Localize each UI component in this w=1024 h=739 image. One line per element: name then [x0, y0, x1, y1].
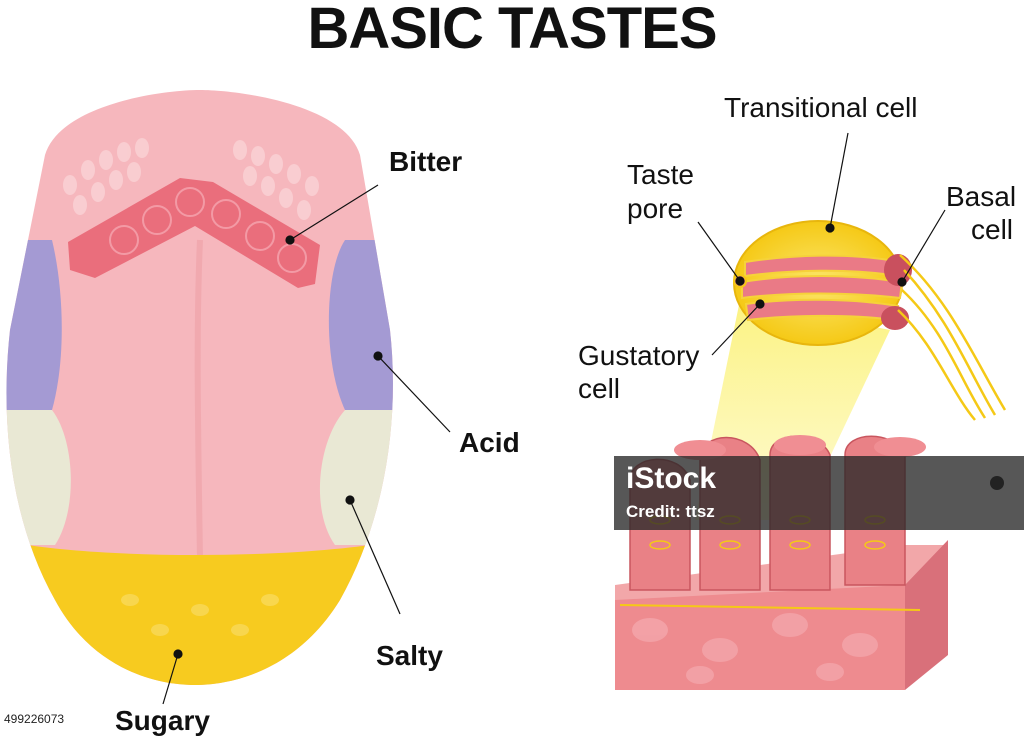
watermark-dot-icon [990, 476, 1004, 490]
bud-leader-lines [697, 132, 946, 356]
label-taste-pore-line2: pore [627, 193, 684, 224]
tongue-leader-lines [162, 184, 451, 705]
nerve-fibers [897, 254, 1007, 421]
tongue [6, 90, 393, 685]
label-taste-pore-line1: Taste [627, 159, 694, 190]
salty-zone-left [6, 410, 71, 545]
papillae-texture [63, 138, 319, 220]
label-acid: Acid [459, 427, 520, 458]
label-bitter: Bitter [389, 146, 463, 177]
watermark-banner: iStock Credit: ttsz [614, 456, 1024, 530]
label-basal-cell-line1: Basal [946, 181, 1017, 212]
label-gustatory-cell-line2: cell [578, 373, 621, 404]
label-gustatory-cell-line1: Gustatory [578, 340, 700, 371]
taste-bud [733, 220, 1007, 421]
label-salty: Salty [376, 640, 443, 671]
stock-id-tag: 499226073 [0, 709, 69, 729]
acid-zone-right [328, 240, 393, 410]
label-transitional-cell: Transitional cell [724, 92, 918, 123]
sugary-zone [6, 540, 393, 685]
label-basal-cell-line2: cell [971, 214, 1014, 245]
watermark-credit: Credit: ttsz [626, 502, 715, 521]
page-title: BASIC TASTES [307, 0, 717, 61]
label-sugary: Sugary [115, 705, 210, 736]
median-groove [194, 239, 203, 561]
acid-zone-left [6, 240, 62, 410]
watermark-logo: iStock [626, 462, 717, 495]
